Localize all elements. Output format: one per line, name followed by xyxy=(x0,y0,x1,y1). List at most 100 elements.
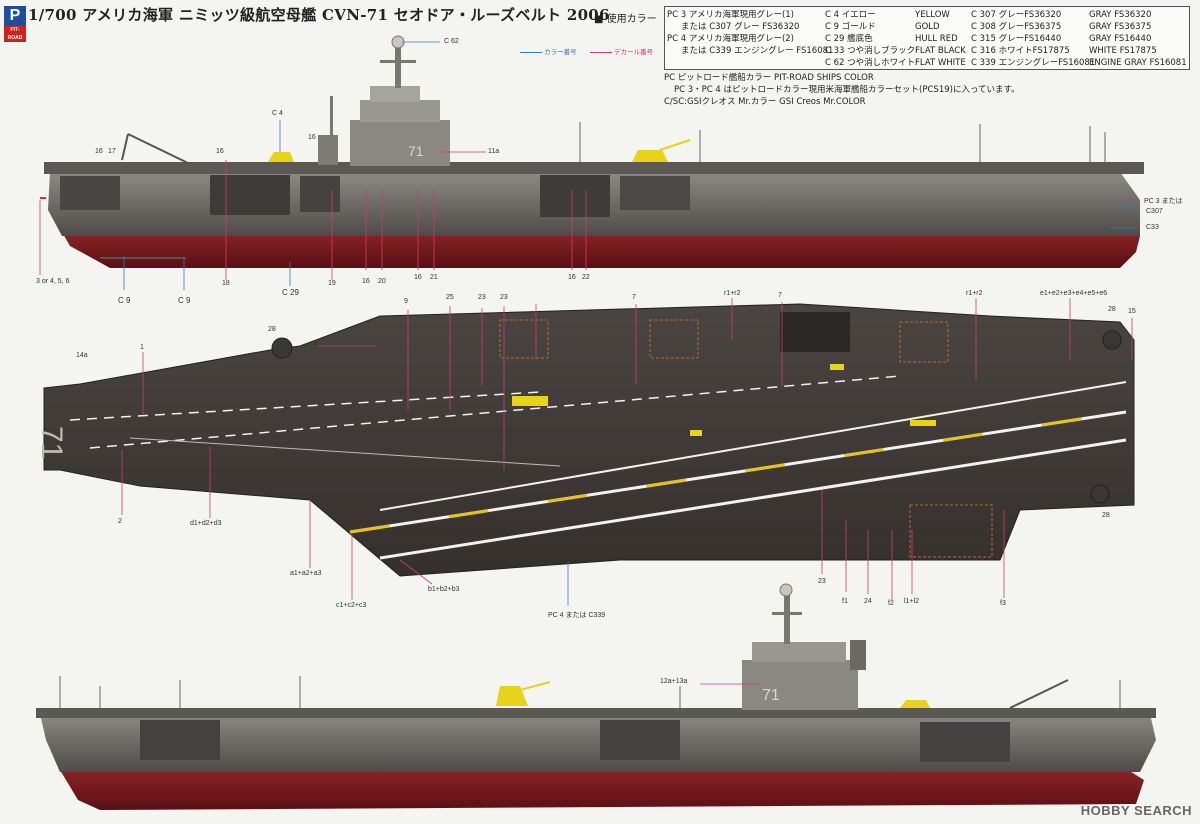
decal-number-key: デカール番号 xyxy=(590,46,653,56)
label-16: 16 xyxy=(568,274,576,281)
colors-heading: ■ 使用カラー xyxy=(594,14,657,25)
label-c33: C33 xyxy=(1146,224,1159,231)
legend-line: C 33 つや消しブラック xyxy=(825,46,916,56)
logo-letter: P xyxy=(9,7,21,24)
legend-col-fs: GRAY FS36320 GRAY FS36375 GRAY FS16440 W… xyxy=(1089,9,1187,69)
label-b1b3: b1+b2+b3 xyxy=(428,586,460,593)
label-f1: f1 xyxy=(842,598,848,605)
label-24: 24 xyxy=(864,598,872,605)
label-pc4: PC 4 または C339 xyxy=(548,612,606,619)
legend-line: FLAT WHITE xyxy=(915,58,966,68)
legend-col-mr: C 307 グレーFS36320 C 308 グレーFS36375 C 315 … xyxy=(971,9,1095,69)
label-23: 23 xyxy=(478,294,486,301)
legend-line: C 339 エンジングレーFS16081 xyxy=(971,58,1096,68)
label-23: 23 xyxy=(818,578,826,585)
legend-line: GRAY FS16440 xyxy=(1089,34,1152,44)
legend-line: C 307 グレーFS36320 xyxy=(971,10,1062,20)
legend-line: PC 3 アメリカ海軍現用グレー(1) xyxy=(667,10,794,20)
label-c62: C 62 xyxy=(444,38,459,45)
label-15: 15 xyxy=(1128,308,1136,315)
color-number-key: カラー番号 xyxy=(520,46,577,56)
page-title: 1/700 アメリカ海軍 ニミッツ級航空母艦 CVN-71 セオドア・ルーズベル… xyxy=(28,6,610,24)
label-20: 20 xyxy=(378,278,386,285)
label-e1-e6: e1+e2+e3+e4+e5+e6 xyxy=(1040,290,1108,297)
label-12a13a: 12a+13a xyxy=(660,678,688,685)
note-line: PC 3・PC 4 はピットロードカラー現用米海軍艦船カラーセット(PCS19)… xyxy=(674,85,1020,95)
label-r1r2: r1+r2 xyxy=(966,290,983,297)
side-hull-number: 71 xyxy=(408,143,424,159)
label-a1a3: a1+a2+a3 xyxy=(290,570,322,577)
label-14a: 14a xyxy=(76,352,88,359)
label-16: 16 xyxy=(362,278,370,285)
label-9: 9 xyxy=(404,298,408,305)
label-28: 28 xyxy=(1102,512,1110,519)
legend-col-en: YELLOW GOLD HULL RED FLAT BLACK FLAT WHI… xyxy=(915,9,966,69)
lower-hull-number: 71 xyxy=(762,687,780,704)
legend-line: C 316 ホワイトFS17875 xyxy=(971,46,1070,56)
label-21: 21 xyxy=(430,274,438,281)
legend-line: C 62 つや消しホワイト xyxy=(825,58,916,68)
deck-bow-number: 71 xyxy=(35,426,68,459)
label-11a: 11a xyxy=(488,148,500,155)
logo-subtext: PIT-ROAD xyxy=(4,26,26,42)
color-notes: PC ピットロード艦船カラー PIT-ROAD SHIPS COLOR PC 3… xyxy=(664,72,1020,108)
label-f3: f3 xyxy=(1000,600,1006,607)
note-line: PC ピットロード艦船カラー PIT-ROAD SHIPS COLOR xyxy=(664,73,874,83)
side-profile-port: 71 xyxy=(36,583,1156,810)
watermark: HOBBY SEARCH xyxy=(1080,803,1192,818)
label-c1c3: c1+c2+c3 xyxy=(336,602,367,609)
flight-deck-plan: 71 xyxy=(35,298,1135,606)
legend-line: HULL RED xyxy=(915,34,958,44)
legend-line: または C307 グレー FS36320 xyxy=(681,22,800,32)
label-16: 16 xyxy=(216,148,224,155)
label-2: 2 xyxy=(118,518,122,525)
label-28: 28 xyxy=(1108,306,1116,313)
label-22: 22 xyxy=(582,274,590,281)
legend-line: C 4 イエロー xyxy=(825,10,876,20)
label-1: 1 xyxy=(140,344,144,351)
legend-line: WHITE FS17875 xyxy=(1089,46,1157,56)
label-23: 23 xyxy=(500,294,508,301)
side-profile-starboard: 71 xyxy=(39,35,1144,290)
legend-col-jp: C 4 イエロー C 9 ゴールド C 29 艦底色 C 33 つや消しブラック… xyxy=(825,9,915,69)
label-16: 16 xyxy=(414,274,422,281)
label-3: 3 or 4, 5, 6 xyxy=(36,278,70,285)
legend-line: C 308 グレーFS36375 xyxy=(971,22,1062,32)
legend-line: または C339 エンジングレー FS16081 xyxy=(681,46,834,56)
note-line: C/SC:GSIクレオス Mr.カラー GSI Creos Mr.COLOR xyxy=(664,97,866,107)
label-c29: C 29 xyxy=(282,288,299,297)
label-19: 19 xyxy=(328,280,336,287)
label-17: 17 xyxy=(108,148,116,155)
label-c9: C 9 xyxy=(118,296,131,305)
legend-line: FLAT BLACK xyxy=(915,46,966,56)
label-7: 7 xyxy=(778,292,782,299)
label-r1r2: r1+r2 xyxy=(724,290,741,297)
label-25: 25 xyxy=(446,294,454,301)
label-16: 16 xyxy=(95,148,103,155)
label-28: 28 xyxy=(268,326,276,333)
legend-line: C 9 ゴールド xyxy=(825,22,876,32)
color-legend: PC 3 アメリカ海軍現用グレー(1) または C307 グレー FS36320… xyxy=(664,6,1190,70)
legend-col-pc: PC 3 アメリカ海軍現用グレー(1) または C307 グレー FS36320… xyxy=(667,9,833,57)
label-8: 8 xyxy=(314,340,318,347)
label-7: 7 xyxy=(632,294,636,301)
pit-road-logo: P PIT-ROAD xyxy=(4,6,26,42)
legend-line: C 29 艦底色 xyxy=(825,34,873,44)
label-16: 16 xyxy=(308,134,316,141)
label-18: 18 xyxy=(222,280,230,287)
legend-line: GOLD xyxy=(915,22,940,32)
label-c9: C 9 xyxy=(178,296,191,305)
legend-line: YELLOW xyxy=(915,10,950,20)
legend-line: GRAY FS36320 xyxy=(1089,10,1152,20)
label-f2: f2 xyxy=(888,600,894,607)
legend-line: C 315 グレーFS16440 xyxy=(971,34,1062,44)
legend-line: ENGINE GRAY FS16081 xyxy=(1089,58,1187,68)
label-pc3: PC 3 または xyxy=(1144,198,1183,205)
label-l1l2: l1+l2 xyxy=(904,598,919,605)
label-c4: C 4 xyxy=(272,110,283,117)
legend-line: PC 4 アメリカ海軍現用グレー(2) xyxy=(667,34,794,44)
legend-line: GRAY FS36375 xyxy=(1089,22,1152,32)
label-d1d3: d1+d2+d3 xyxy=(190,520,222,527)
label-c307: C307 xyxy=(1146,208,1163,215)
